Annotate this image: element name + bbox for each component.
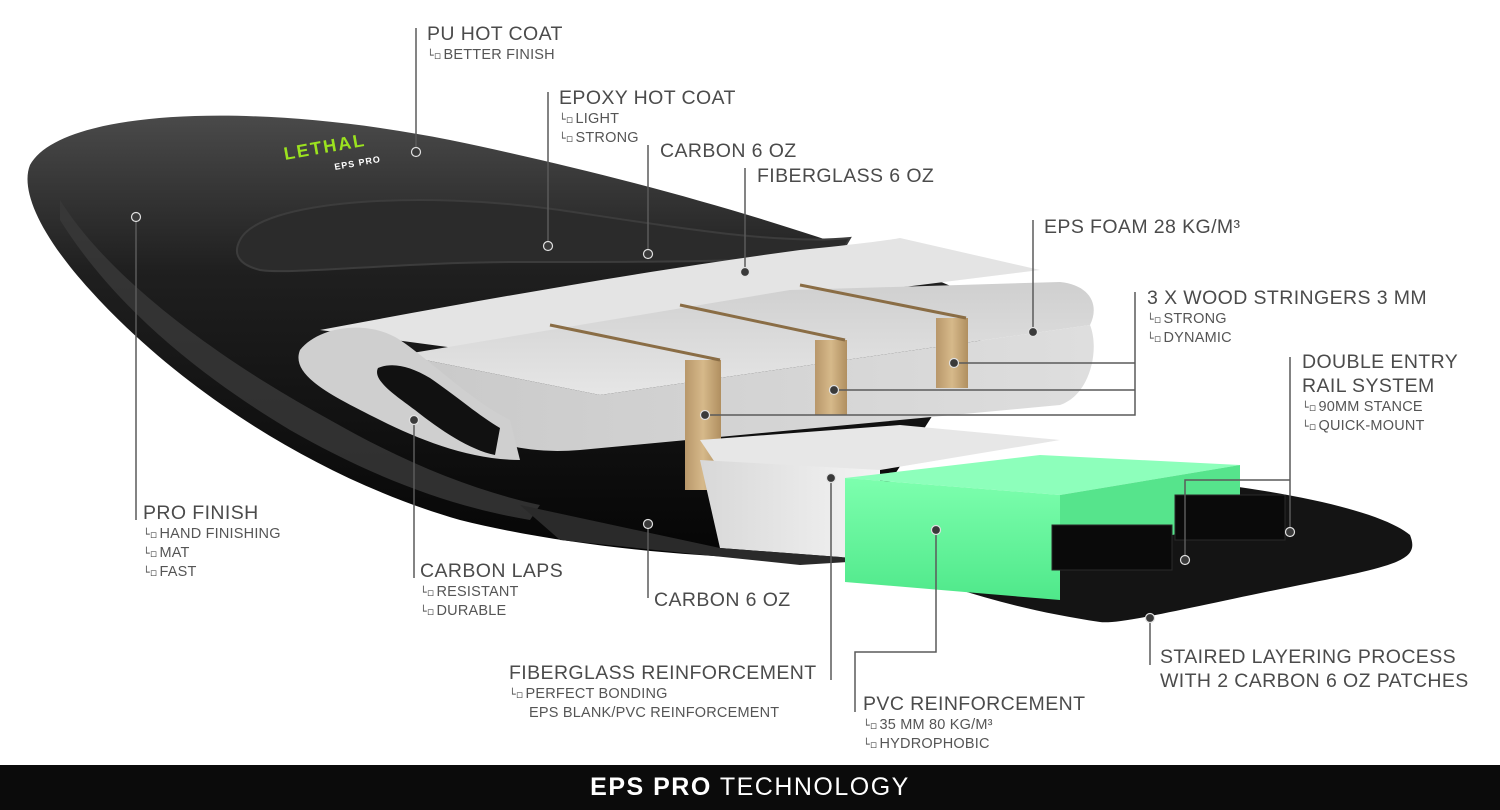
label-title: FIBERGLASS REINFORCEMENT bbox=[509, 662, 817, 684]
label-sub: └▫PERFECT BONDING bbox=[509, 686, 668, 702]
label-pro-finish: PRO FINISH └▫HAND FINISHING └▫MAT └▫FAST bbox=[143, 501, 281, 582]
foam-face bbox=[400, 325, 1094, 451]
label-sub: └▫35 MM 80 KG/M³ bbox=[863, 717, 993, 733]
pvc-top bbox=[845, 455, 1240, 495]
label-title: PRO FINISH bbox=[143, 502, 259, 524]
label-sub: └▫HYDROPHOBIC bbox=[863, 736, 990, 752]
label-fiberglass: FIBERGLASS 6 OZ bbox=[757, 164, 934, 188]
label-sub: EPS BLANK/PVC REINFORCEMENT bbox=[529, 705, 780, 721]
rail-insert-1 bbox=[1051, 524, 1173, 571]
label-sub: └▫STRONG bbox=[1147, 311, 1227, 327]
label-sub: └▫HAND FINISHING bbox=[143, 526, 281, 542]
label-pu-hot-coat: PU HOT COAT └▫BETTER FINISH bbox=[427, 22, 563, 65]
label-sub: └▫STRONG bbox=[559, 130, 639, 146]
footer-banner: EPS PRO TECHNOLOGY bbox=[0, 765, 1500, 810]
carbon-lap-stripe bbox=[377, 365, 500, 455]
label-title: PVC REINFORCEMENT bbox=[863, 693, 1086, 715]
rail-insert-2 bbox=[1174, 494, 1286, 541]
footer-rest: TECHNOLOGY bbox=[719, 773, 910, 801]
label-title: RAIL SYSTEM bbox=[1302, 375, 1435, 397]
label-title: EPS FOAM 28 KG/M³ bbox=[1044, 216, 1241, 238]
footer-bold: EPS PRO bbox=[590, 773, 712, 801]
stringer-2 bbox=[815, 340, 847, 415]
label-sub: └▫BETTER FINISH bbox=[427, 47, 555, 63]
pvc-face bbox=[845, 478, 1060, 600]
glass-base bbox=[700, 460, 880, 560]
label-sub: └▫LIGHT bbox=[559, 111, 620, 127]
label-rail-system: DOUBLE ENTRY RAIL SYSTEM └▫90MM STANCE └… bbox=[1302, 350, 1458, 436]
label-sub: └▫QUICK-MOUNT bbox=[1302, 418, 1425, 434]
label-sub: └▫90MM STANCE bbox=[1302, 399, 1423, 415]
label-sub: └▫DYNAMIC bbox=[1147, 330, 1232, 346]
label-title: CARBON 6 OZ bbox=[654, 589, 791, 611]
label-title: EPOXY HOT COAT bbox=[559, 87, 736, 109]
bottom-carbon bbox=[520, 505, 880, 565]
label-title: 3 X WOOD STRINGERS 3 MM bbox=[1147, 287, 1428, 309]
label-title: DOUBLE ENTRY bbox=[1302, 351, 1459, 373]
label-sub: └▫RESISTANT bbox=[420, 584, 519, 600]
label-title: PU HOT COAT bbox=[427, 23, 563, 45]
label-staired: STAIRED LAYERING PROCESS WITH 2 CARBON 6… bbox=[1160, 645, 1469, 693]
stringer-3 bbox=[936, 318, 968, 388]
label-pvc-reinforcement: PVC REINFORCEMENT └▫35 MM 80 KG/M³ └▫HYD… bbox=[863, 692, 1085, 754]
label-title: CARBON LAPS bbox=[420, 560, 564, 582]
label-carbon-laps: CARBON LAPS └▫RESISTANT └▫DURABLE bbox=[420, 559, 563, 621]
label-title: FIBERGLASS 6 OZ bbox=[757, 165, 935, 187]
label-wood-stringers: 3 X WOOD STRINGERS 3 MM └▫STRONG └▫DYNAM… bbox=[1147, 286, 1427, 348]
label-fiberglass-reinforcement: FIBERGLASS REINFORCEMENT └▫PERFECT BONDI… bbox=[509, 661, 817, 722]
glass-channel bbox=[700, 425, 1060, 470]
label-title: STAIRED LAYERING PROCESS bbox=[1160, 646, 1457, 668]
label-title: WITH 2 CARBON 6 OZ PATCHES bbox=[1160, 670, 1469, 692]
label-carbon-bottom: CARBON 6 OZ bbox=[654, 588, 791, 612]
fiberglass-skin bbox=[320, 238, 1040, 350]
label-carbon-top: CARBON 6 OZ bbox=[660, 139, 797, 163]
board-cutaway-illustration: LETHAL EPS PRO bbox=[27, 28, 1413, 712]
label-epoxy-hot-coat: EPOXY HOT COAT └▫LIGHT └▫STRONG bbox=[559, 86, 736, 148]
label-title: CARBON 6 OZ bbox=[660, 140, 797, 162]
label-sub: └▫MAT bbox=[143, 545, 190, 561]
label-eps-foam: EPS FOAM 28 KG/M³ bbox=[1044, 215, 1240, 239]
label-sub: └▫FAST bbox=[143, 564, 197, 580]
label-sub: └▫DURABLE bbox=[420, 603, 507, 619]
